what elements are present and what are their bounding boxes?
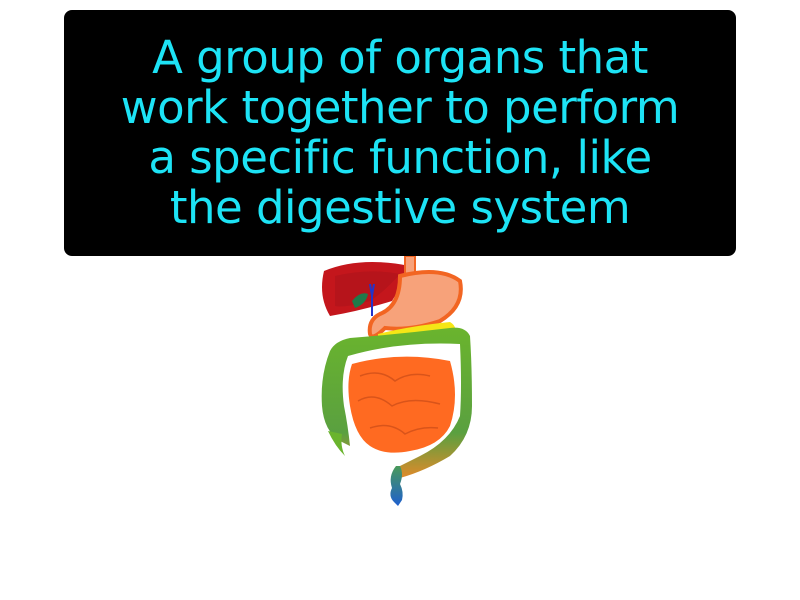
rectum-shape [390, 466, 403, 506]
definition-line: a specific function, like [148, 131, 652, 184]
definition-box: A group of organs that work together to … [64, 10, 736, 256]
digestive-system-icon [321, 256, 472, 506]
definition-line: A group of organs that [152, 31, 648, 84]
definition-text: A group of organs that work together to … [101, 33, 699, 233]
small-intestine-shape [348, 356, 455, 453]
definition-line: the digestive system [169, 181, 631, 234]
large-intestine-shape [321, 327, 472, 478]
definition-line: work together to perform [120, 81, 680, 134]
stomach-shape [367, 270, 463, 339]
